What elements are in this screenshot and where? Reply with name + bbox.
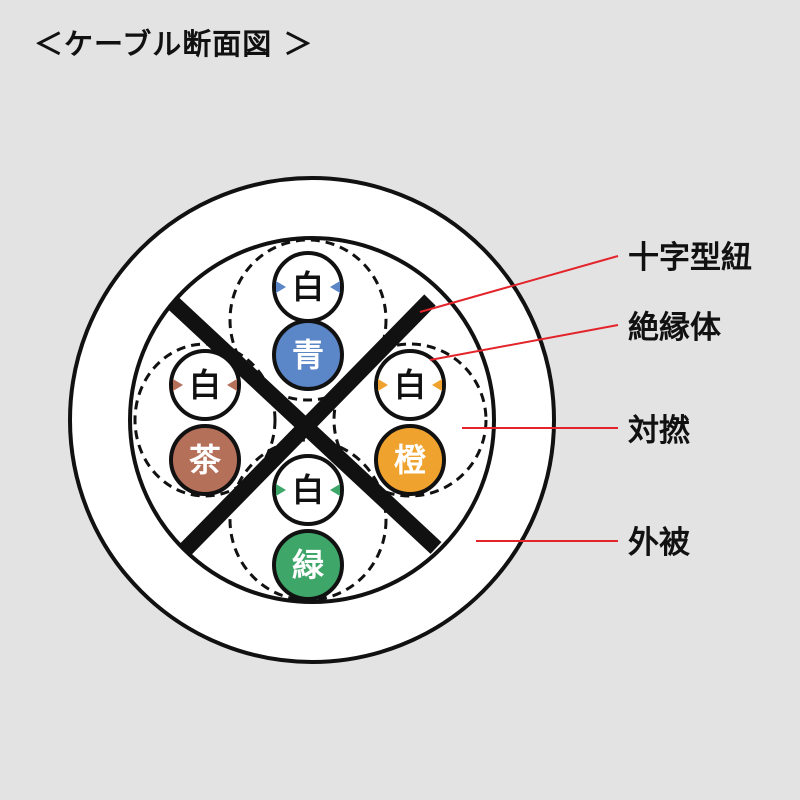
leader-line-insulation [429,324,619,361]
pair-boundary-orange [332,342,488,498]
conductor-stripe-text-blue: 白 [292,268,324,306]
stripe-marker-left-green [276,484,286,496]
label-insulation: 絶縁体 [628,310,721,346]
label-separator: 十字型紐 [628,240,752,276]
stripe-marker-right-blue [330,281,340,293]
conductor-solid-blue [272,319,344,391]
leader-line-separator [419,255,619,313]
conductor-stripe-text-brown: 白 [189,366,221,404]
conductor-solid-text-blue: 青 [292,336,324,374]
conductor-stripe-orange [374,349,446,421]
pair-boundary-brown [133,342,277,498]
conductor-stripe-text-orange: 白 [394,366,426,404]
conductor-solid-text-brown: 茶 [189,441,222,479]
conductor-stripe-brown [169,349,241,421]
conductor-solid-text-orange: 橙 [394,441,427,479]
pair-boundary-blue [228,238,388,402]
label-jacket: 外被 [628,525,690,561]
cross-separator-line-b [179,294,436,556]
label-twisted-pair: 対撚 [628,413,690,449]
page-title: ＜ケーブル断面図 ＞ [34,27,314,61]
conductor-solid-green [272,529,344,601]
conductor-stripe-green [272,454,344,526]
stripe-marker-right-orange [432,379,442,391]
conductor-solid-text-green: 緑 [292,546,325,584]
stripe-marker-right-brown [227,379,237,391]
stripe-marker-left-orange [378,379,388,391]
stripe-marker-right-green [330,484,340,496]
conductor-stripe-text-green: 白 [292,471,324,509]
conductor-solid-orange [374,424,446,496]
stripe-marker-left-brown [173,379,183,391]
conductor-solid-brown [169,424,241,496]
stripe-marker-left-blue [276,281,286,293]
